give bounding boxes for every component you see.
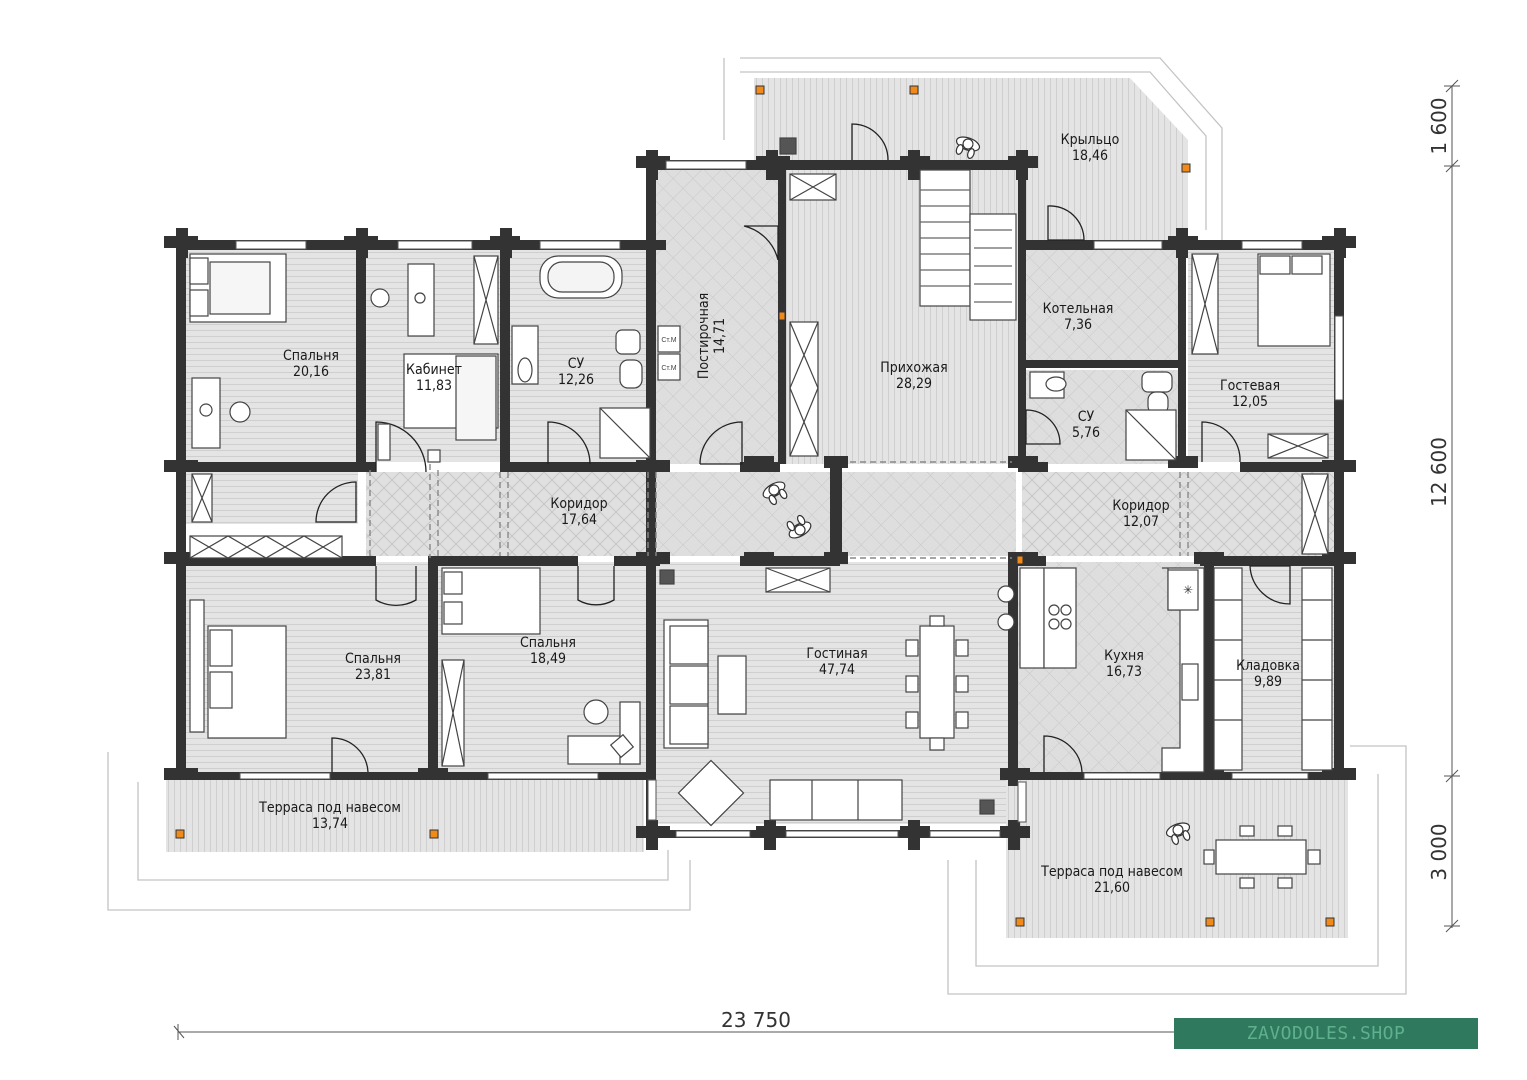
dimension-labels: 23 750 1 600 12 600 3 000 [721, 97, 1451, 1032]
room-name-kitchen: Кухня [1104, 648, 1144, 664]
room-area-bedroom2: 23,81 [355, 667, 391, 683]
room-area-corridor2: 12,07 [1123, 514, 1159, 530]
dim-terrace: 3 000 [1427, 823, 1451, 880]
room-area-study: 11,83 [416, 378, 452, 394]
room-area-bath1: 12,26 [558, 372, 594, 388]
washer-label-2: Ст.М [661, 365, 676, 372]
room-area-corridor1: 17,64 [561, 512, 597, 528]
svg-text:✳: ✳ [1183, 583, 1193, 597]
room-name-terrace1: Терраса под навесом [258, 800, 401, 816]
windows [235, 160, 1344, 838]
room-area-bedroom1: 20,16 [293, 364, 329, 380]
room-area-laundry: 14,71 [712, 318, 728, 354]
dim-porch: 1 600 [1427, 97, 1451, 154]
room-labels: Спальня 20,16 Кабинет 11,83 СУ 12,26 Пос… [258, 132, 1300, 896]
room-name-porch: Крыльцо [1061, 132, 1120, 148]
room-name-laundry: Постирочная [696, 293, 712, 379]
dim-main: 12 600 [1427, 437, 1451, 507]
posts [175, 85, 1335, 927]
room-name-bedroom3: Спальня [520, 635, 576, 651]
roof-outline [107, 57, 1407, 995]
openings [369, 454, 1189, 559]
room-name-guest: Гостевая [1220, 378, 1280, 394]
room-name-hall: Прихожая [880, 360, 947, 376]
watermark-badge: ZAVODOLES.SHOP [1174, 1018, 1478, 1049]
room-area-kitchen: 16,73 [1106, 664, 1142, 680]
washer-label-1: Ст.М [661, 337, 676, 344]
people-icons [762, 136, 1191, 845]
room-name-corridor1: Коридор [550, 496, 607, 512]
room-name-corridor2: Коридор [1112, 498, 1169, 514]
room-area-porch: 18,46 [1072, 148, 1108, 164]
dimension-lines [173, 79, 1460, 1040]
room-name-pantry: Кладовка [1236, 658, 1300, 674]
room-area-pantry: 9,89 [1254, 674, 1282, 690]
room-area-terrace1: 13,74 [312, 816, 348, 832]
furniture: Ст.М Ст.М ✳ [189, 137, 1333, 889]
room-name-bath1: СУ [568, 356, 585, 372]
room-area-hall: 28,29 [896, 376, 932, 392]
room-area-guest: 12,05 [1232, 394, 1268, 410]
room-name-bath2: СУ [1078, 409, 1095, 425]
room-area-boiler: 7,36 [1064, 317, 1092, 333]
room-name-living: Гостиная [806, 646, 867, 662]
dim-width: 23 750 [721, 1008, 791, 1032]
room-name-bedroom1: Спальня [283, 348, 339, 364]
room-area-bath2: 5,76 [1072, 425, 1100, 441]
room-area-living: 47,74 [819, 662, 855, 678]
room-name-bedroom2: Спальня [345, 651, 401, 667]
room-name-terrace2: Терраса под навесом [1040, 864, 1183, 880]
room-area-bedroom3: 18,49 [530, 651, 566, 667]
room-name-study: Кабинет [406, 362, 462, 378]
room-area-terrace2: 21,60 [1094, 880, 1130, 896]
room-name-boiler: Котельная [1043, 301, 1114, 317]
door-swings [315, 123, 1291, 773]
